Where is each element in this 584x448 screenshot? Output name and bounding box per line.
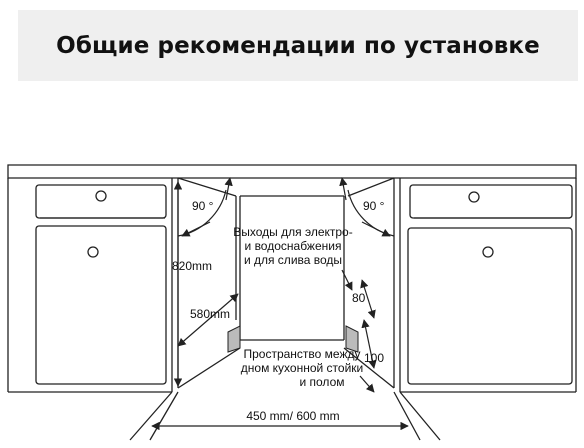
left-drawer-knob <box>95 190 107 202</box>
plinth-arrow <box>359 375 375 393</box>
header-banner: Общие рекомендации по установке <box>18 10 578 81</box>
left-swing-arrow-top <box>224 177 233 201</box>
width-label: 450 mm/ 600 mm <box>246 409 339 423</box>
plinth-label-line-2: дном кухонной стойки <box>241 361 363 375</box>
right-door <box>407 227 573 385</box>
floor-left <box>129 391 173 441</box>
outlets-label-line-1: Выходы для электро- <box>233 225 352 239</box>
right-swing-arrow <box>361 221 391 237</box>
plinth-label-line-1: Пространство между <box>243 347 360 361</box>
dim-80-label: 80 <box>352 291 366 305</box>
angle-left-label: 90 ° <box>192 199 214 213</box>
page-title: Общие рекомендации по установке <box>56 32 540 59</box>
countertop <box>7 164 577 179</box>
outlets-label-line-2: и водоснабжения <box>245 239 342 253</box>
dim-100-label: 100 <box>364 351 384 365</box>
dim-80-line <box>360 279 376 319</box>
right-swing-arrow-top <box>339 177 348 201</box>
right-drawer <box>409 184 573 219</box>
left-outlet-zone <box>227 325 241 353</box>
depth-label: 580mm <box>190 307 230 321</box>
right-outlet-zone <box>345 325 359 353</box>
depth-dimension <box>177 293 239 347</box>
left-swing-arc <box>177 189 227 237</box>
outlets-arrow <box>341 269 353 291</box>
left-door <box>35 225 167 385</box>
angle-right-label: 90 ° <box>363 199 385 213</box>
height-label: 820mm <box>172 259 212 273</box>
right-swing-arc <box>347 189 395 237</box>
outlets-label-line-3: и для слива воды <box>244 253 342 267</box>
left-swing-arrow <box>181 221 211 237</box>
floor-right <box>399 391 441 441</box>
right-door-knob <box>482 246 494 258</box>
right-drawer-knob <box>468 191 480 203</box>
left-door-knob <box>87 246 99 258</box>
dim-100-line <box>361 319 377 369</box>
plinth-label-line-3: и полом <box>299 375 344 389</box>
